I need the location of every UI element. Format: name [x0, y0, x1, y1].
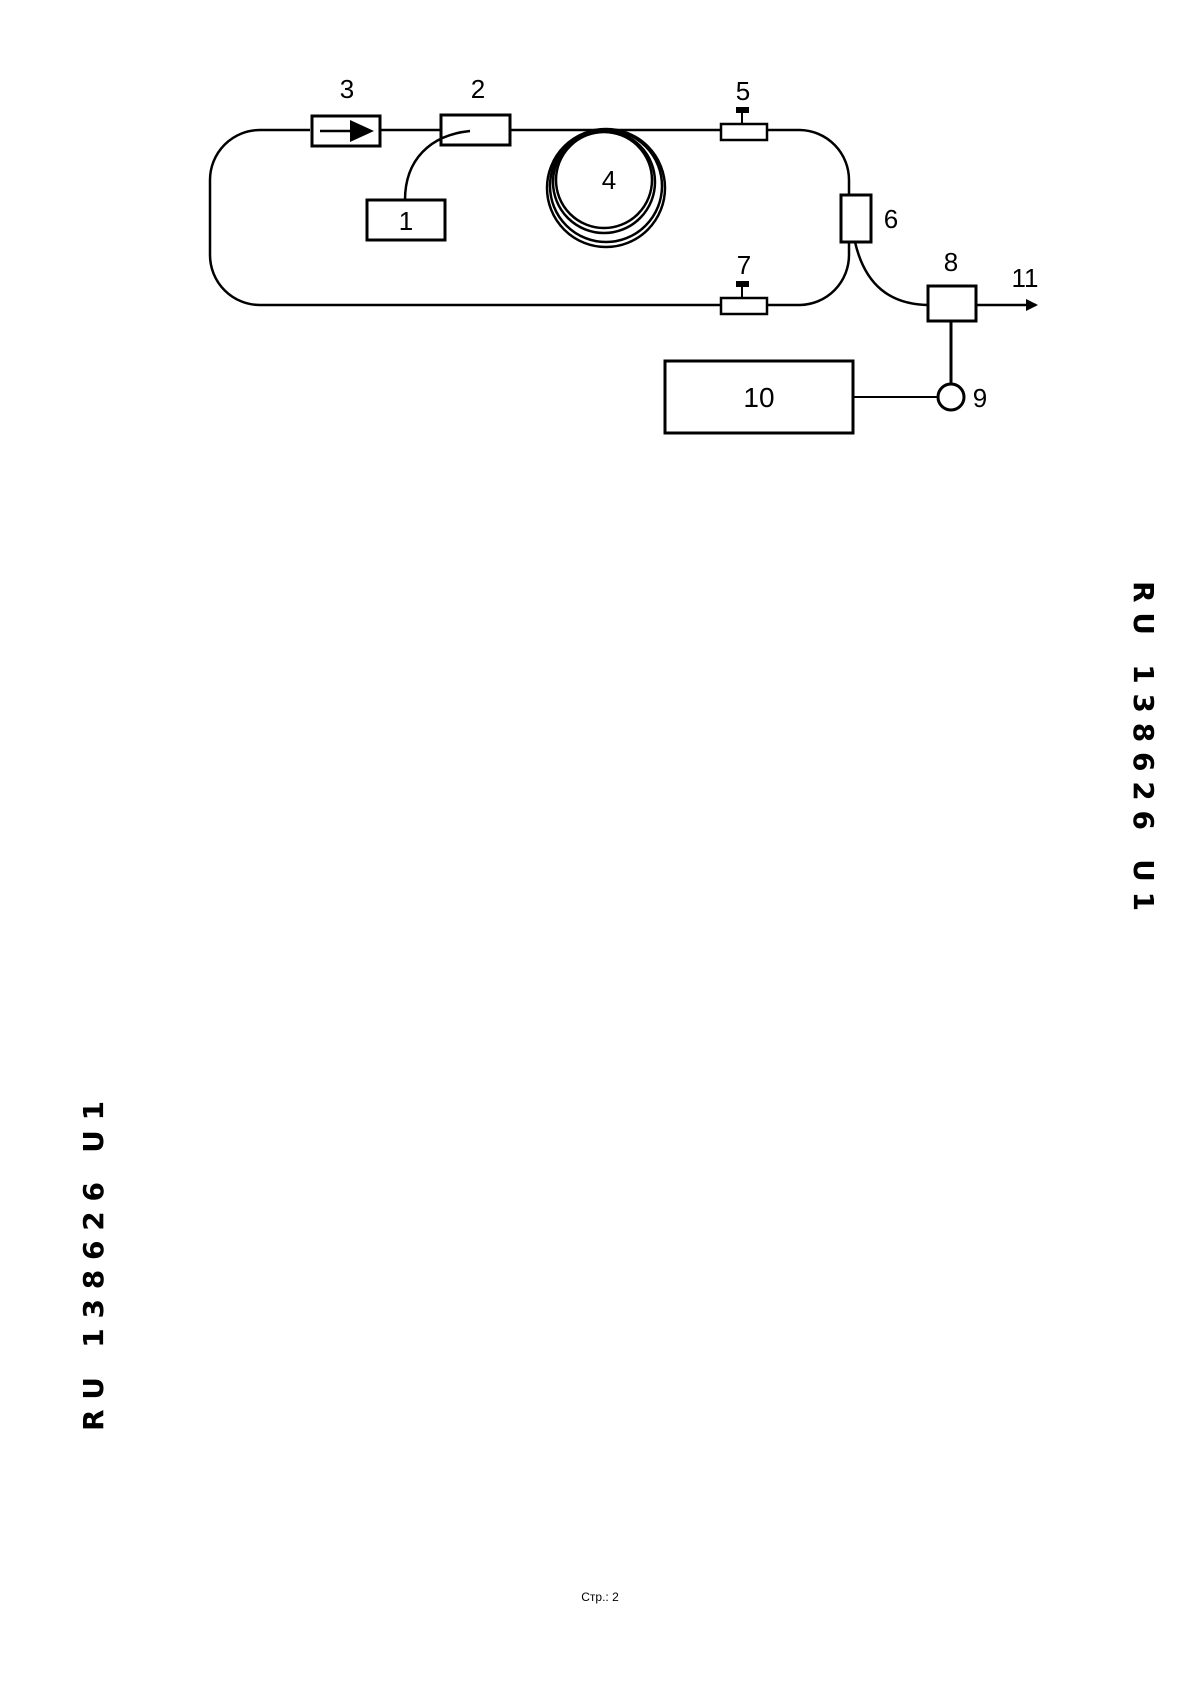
fiber-right-top-bend [766, 128, 851, 195]
label-6: 6 [884, 204, 898, 234]
component-7-box [719, 296, 769, 316]
label-10: 10 [743, 382, 774, 413]
component-9-detector [936, 382, 966, 412]
label-5: 5 [736, 76, 750, 106]
component-10-box [663, 359, 855, 435]
label-2: 2 [471, 74, 485, 104]
component-4-fiber-coil [545, 127, 667, 249]
pump-feed-fiber [403, 129, 471, 201]
label-9: 9 [973, 383, 987, 413]
component-6-box [839, 193, 873, 244]
fiber-right-bottom-bend [766, 242, 851, 307]
label-4: 4 [602, 165, 616, 195]
label-3: 3 [340, 74, 354, 104]
label-1: 1 [399, 206, 413, 236]
patent-number-right-margin: R U 1 3 8 6 2 6 U 1 [1127, 581, 1160, 912]
component-1-box [365, 198, 447, 242]
label-7: 7 [737, 250, 751, 280]
label-11: 11 [1012, 263, 1039, 293]
component-7-knob [736, 281, 749, 287]
component-5-knob [736, 107, 749, 113]
fiber-ring-loop [208, 128, 720, 307]
component-5-box [719, 122, 769, 142]
page-number: Стр.: 2 [581, 1590, 619, 1604]
component-8-box [926, 284, 978, 323]
output-branch-fiber [853, 241, 931, 307]
isolator-arrow-icon [350, 120, 374, 142]
component-2-box [439, 113, 512, 147]
patent-number-left-margin: R U 1 3 8 6 2 6 U 1 [77, 1100, 110, 1431]
label-8: 8 [944, 247, 958, 277]
fiber-laser-schematic: 1 2 3 4 5 6 7 8 9 10 11 [208, 74, 1039, 435]
